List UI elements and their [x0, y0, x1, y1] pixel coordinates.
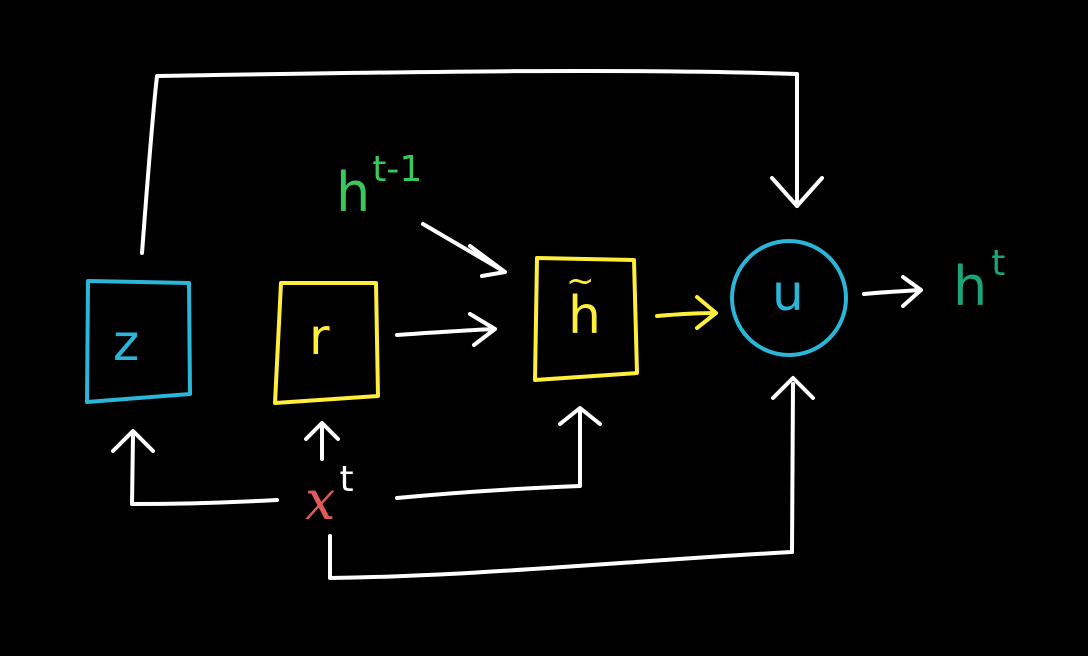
edge-xt-to-u [328, 376, 815, 580]
z-gate-box [85, 279, 192, 404]
edge-z-to-u [140, 68, 799, 255]
r-gate-label: r [309, 308, 330, 366]
x-t-superscript: t [339, 459, 354, 500]
edge-htilde-to-u [655, 295, 718, 330]
edge-xt-to-htilde [395, 406, 602, 500]
h-prev-input: h t-1 [336, 149, 423, 224]
h-tilde-box [533, 256, 639, 382]
u-node-circle [730, 239, 848, 357]
h-prev-superscript: t-1 [372, 149, 423, 190]
u-node-label: u [772, 264, 804, 322]
edge-hprev-to-htilde [421, 222, 507, 278]
tilde-accent: ~ [566, 261, 595, 301]
r-gate-box [273, 281, 380, 405]
edge-r-to-htilde [395, 312, 497, 347]
h-t-superscript: t [991, 243, 1006, 284]
edge-u-to-ht [862, 275, 923, 308]
edge-xt-to-z [111, 429, 279, 506]
h-t-output: h t [953, 243, 1006, 318]
edge-z-to-u-arrowhead [770, 176, 824, 208]
h-tilde-label: h ~ [566, 261, 601, 346]
z-gate-label: z [113, 314, 140, 372]
x-t-input: x t [305, 459, 354, 532]
edge-xt-to-r [304, 421, 340, 461]
